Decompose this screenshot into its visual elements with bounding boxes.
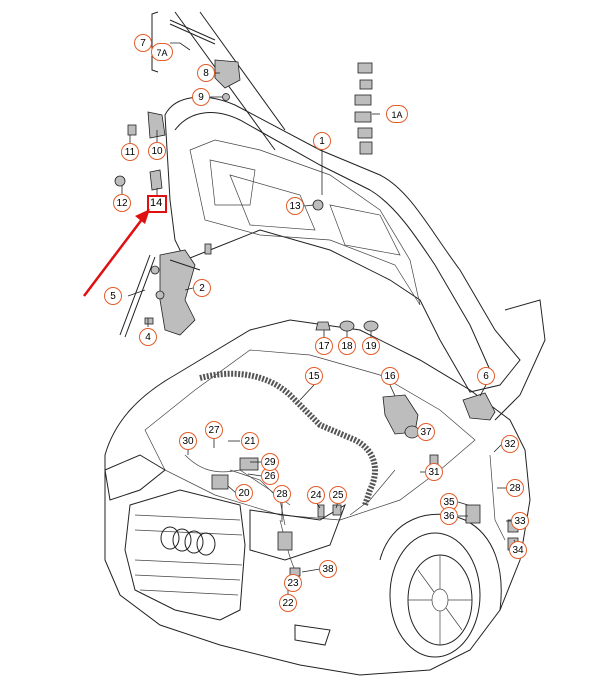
front-grille [124,489,246,621]
callout-1: 1 [313,132,331,150]
callout-12: 12 [113,194,131,212]
callout-11: 11 [121,143,139,161]
front-wheel [389,532,481,658]
highlight-box-14 [147,195,167,213]
callout-7: 7 [134,34,152,52]
callout-29: 29 [261,453,279,471]
callout-28-right: 28 [506,479,524,497]
callout-14: 14 [150,197,163,209]
callout-28-left: 28 [273,485,291,503]
callout-18: 18 [338,337,356,355]
callout-16: 16 [381,367,399,385]
callout-34: 34 [509,541,527,559]
callout-1a: 1A [386,105,408,123]
callout-24: 24 [307,486,325,504]
gas-strut [119,254,151,336]
callout-38: 38 [319,560,337,578]
left-headlight [104,454,166,501]
callout-8: 8 [197,64,215,82]
callout-10: 10 [148,142,166,160]
callout-6: 6 [477,367,495,385]
callout-9: 9 [192,88,210,106]
callout-23: 23 [284,574,302,592]
callout-27: 27 [205,421,223,439]
fastener-set-1a [354,62,373,155]
callout-17: 17 [315,337,333,355]
callout-5: 5 [104,287,122,305]
callout-20: 20 [235,484,253,502]
callout-37: 37 [417,423,435,441]
callout-21: 21 [241,432,259,450]
brand-rings-logo [160,526,216,556]
callout-13: 13 [286,197,304,215]
callout-15: 15 [305,367,323,385]
car-body [104,319,531,676]
hood-hinge [159,249,196,336]
group-bracket [151,11,159,73]
callout-32: 32 [501,435,519,453]
callout-31: 31 [425,463,443,481]
hood-seal [199,370,378,506]
callout-25: 25 [329,486,347,504]
callout-33: 33 [511,512,529,530]
callout-2: 2 [193,279,211,297]
highlight-arrow [83,209,150,297]
callout-4: 4 [139,328,157,346]
callout-7a: 7A [151,43,173,61]
callout-30: 30 [179,432,197,450]
hood-strut-rod [169,19,216,41]
callout-19: 19 [362,337,380,355]
callout-22: 22 [279,594,297,612]
callout-36: 36 [440,507,458,525]
